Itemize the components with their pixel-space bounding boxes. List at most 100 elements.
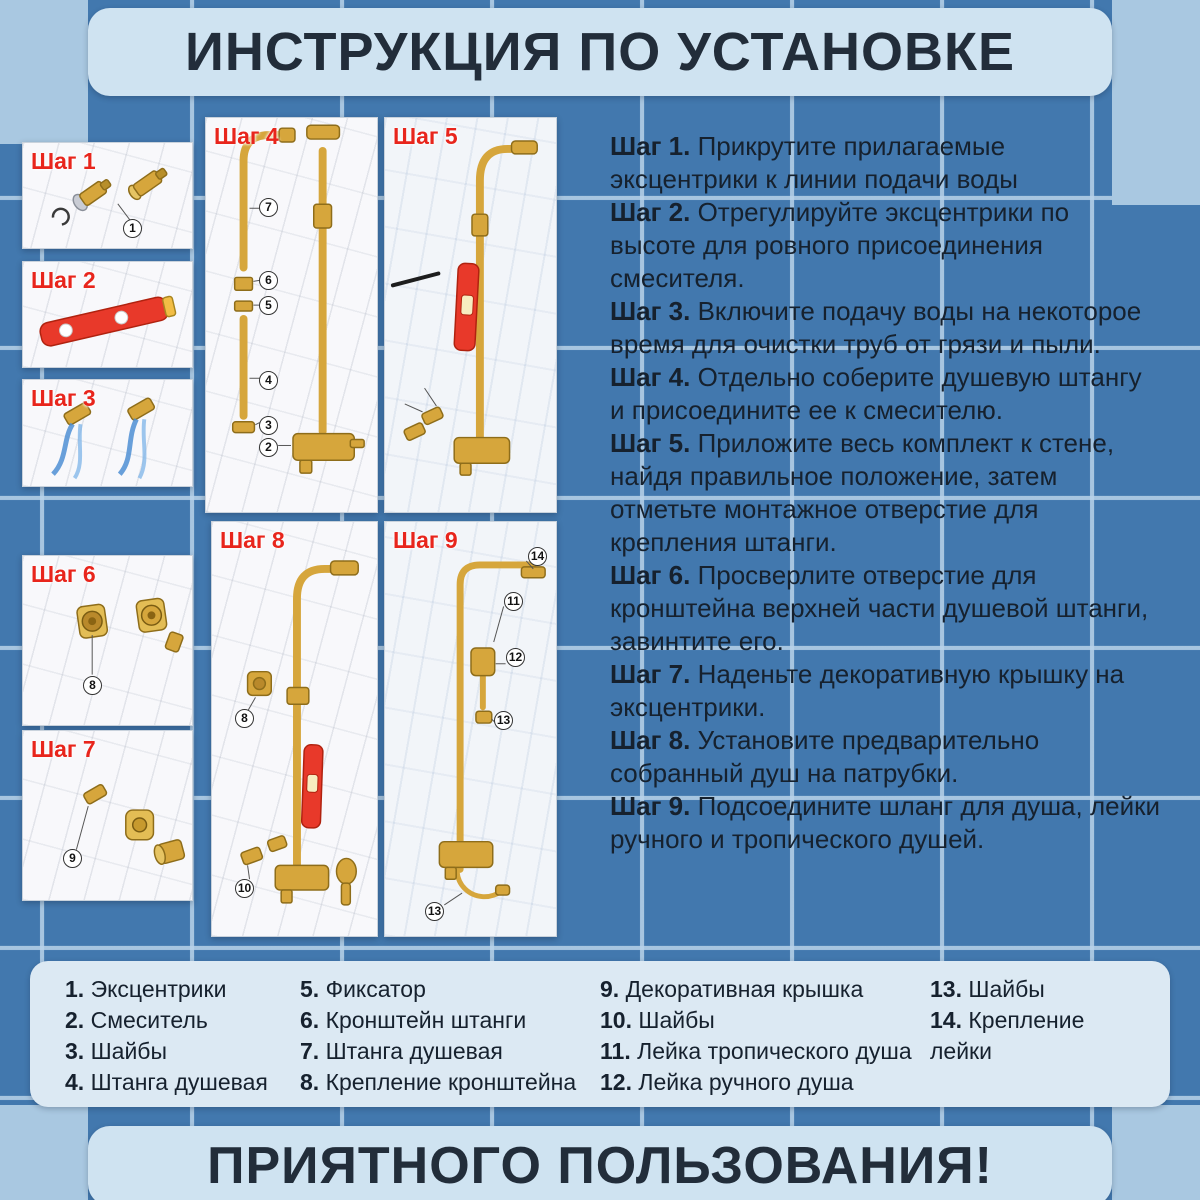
callout-badge: 8 (83, 676, 102, 695)
instruction-step-label: Шаг 5. (610, 428, 691, 458)
step6-panel: Шаг 6 8 (22, 555, 193, 726)
instruction-step-label: Шаг 6. (610, 560, 691, 590)
step7-diagram (75, 784, 186, 866)
part-name: Декоративная крышка (625, 976, 864, 1002)
part-item: 12. Лейка ручного душа (600, 1067, 930, 1098)
instruction-step-text: Отрегулируйте эксцентрики по высоте для … (610, 197, 1070, 293)
part-item: 13. Шайбы (930, 974, 1150, 1005)
callout-badge: 12 (506, 648, 525, 667)
part-number: 11. (600, 1038, 631, 1064)
instruction-step-6: Шаг 6. Просверлите отверстие для кронште… (610, 559, 1160, 658)
part-number: 14. (930, 1007, 962, 1033)
step3-label: Шаг 3 (31, 385, 96, 411)
part-item: 3. Шайбы (65, 1036, 300, 1067)
parts-column-1: 1. Эксцентрики 2. Смеситель 3. Шайбы 4. … (65, 974, 300, 1098)
instruction-step-label: Шаг 9. (610, 791, 691, 821)
instruction-step-7: Шаг 7. Наденьте декоративную крышку на э… (610, 658, 1160, 724)
instruction-step-4: Шаг 4. Отдельно соберите душевую штангу … (610, 361, 1160, 427)
step4-panel: Шаг 4 (205, 117, 378, 513)
part-number: 2. (65, 1007, 85, 1033)
part-item: 5. Фиксатор (300, 974, 600, 1005)
callout-badge: 2 (259, 438, 278, 457)
callout-badge: 8 (235, 709, 254, 728)
callout-badge: 6 (259, 271, 278, 290)
step4-label: Шаг 4 (214, 123, 279, 149)
part-item: 9. Декоративная крышка (600, 974, 930, 1005)
instruction-step-3: Шаг 3. Включите подачу воды на некоторое… (610, 295, 1160, 361)
light-tile (0, 0, 88, 144)
part-item: 1. Эксцентрики (65, 974, 300, 1005)
part-name: Шайбы (90, 1038, 168, 1064)
part-number: 10. (600, 1007, 632, 1033)
part-number: 4. (65, 1069, 85, 1095)
instruction-step-text: Наденьте декоративную крышку на эксцентр… (610, 659, 1125, 722)
instruction-step-5: Шаг 5. Приложите весь комплект к стене, … (610, 427, 1160, 559)
step6-diagram (76, 597, 184, 675)
callout-badge: 13 (425, 902, 444, 921)
part-number: 3. (65, 1038, 85, 1064)
instruction-step-label: Шаг 3. (610, 296, 691, 326)
part-name: Фиксатор (325, 976, 426, 1002)
instruction-step-text: Прикрутите прилагаемые эксцентрики к лин… (610, 131, 1018, 194)
part-number: 6. (300, 1007, 320, 1033)
instruction-step-1: Шаг 1. Прикрутите прилагаемые эксцентрик… (610, 130, 1160, 196)
part-item: 7. Штанга душевая (300, 1036, 600, 1067)
light-tile (1112, 1105, 1200, 1200)
part-name: Эксцентрики (90, 976, 227, 1002)
part-name: Крепление лейки (930, 1007, 1085, 1064)
part-item: 4. Штанга душевая (65, 1067, 300, 1098)
step1-panel: Шаг 1 1 (22, 142, 193, 249)
instruction-step-label: Шаг 2. (610, 197, 691, 227)
step5-diagram (390, 140, 538, 476)
instruction-step-label: Шаг 1. (610, 131, 691, 161)
callout-badge: 14 (528, 547, 547, 566)
instruction-step-label: Шаг 4. (610, 362, 691, 392)
callout-badge: 3 (259, 416, 278, 435)
step1-label: Шаг 1 (31, 148, 96, 174)
part-name: Лейка ручного душа (638, 1069, 854, 1095)
step2-diagram (39, 295, 177, 347)
step9-diagram (438, 560, 546, 906)
parts-column-2: 5. Фиксатор 6. Кронштейн штанги 7. Штанг… (300, 974, 600, 1098)
part-name: Кронштейн штанги (325, 1007, 527, 1033)
step2-panel: Шаг 2 (22, 261, 193, 368)
part-item: 8. Крепление кронштейна (300, 1067, 600, 1098)
instruction-step-text: Отдельно соберите душевую штангу и присо… (610, 362, 1142, 425)
step3-panel: Шаг 3 (22, 379, 193, 487)
part-number: 1. (65, 976, 85, 1002)
part-item: 10. Шайбы (600, 1005, 930, 1036)
part-name: Лейка тропического душа (637, 1038, 912, 1064)
instruction-step-label: Шаг 8. (610, 725, 691, 755)
part-number: 9. (600, 976, 620, 1002)
instruction-step-text: Подсоедините шланг для душа, лейки ручно… (610, 791, 1161, 854)
callout-badge: 10 (235, 879, 254, 898)
instruction-step-text: Включите подачу воды на некоторое время … (610, 296, 1142, 359)
page-title: ИНСТРУКЦИЯ ПО УСТАНОВКЕ (185, 22, 1015, 82)
step2-label: Шаг 2 (31, 267, 96, 293)
instruction-step-text: Установите предварительно собранный душ … (610, 725, 1040, 788)
step9-panel: Шаг 9 14 11 (384, 521, 557, 937)
part-number: 5. (300, 976, 320, 1002)
instructions-block: Шаг 1. Прикрутите прилагаемые эксцентрик… (610, 130, 1160, 856)
part-item: 11. Лейка тропического душа (600, 1036, 930, 1067)
part-name: Смеситель (90, 1007, 208, 1033)
instruction-step-8: Шаг 8. Установите предварительно собранн… (610, 724, 1160, 790)
part-item: 14. Крепление лейки (930, 1005, 1150, 1067)
footer-banner: ПРИЯТНОГО ПОЛЬЗОВАНИЯ! (88, 1126, 1112, 1200)
part-item: 2. Смеситель (65, 1005, 300, 1036)
part-number: 7. (300, 1038, 320, 1064)
step5-panel: Шаг 5 (384, 117, 557, 513)
step6-label: Шаг 6 (31, 561, 96, 587)
step1-diagram (51, 167, 168, 226)
part-number: 12. (600, 1069, 632, 1095)
header-banner: ИНСТРУКЦИЯ ПО УСТАНОВКЕ (88, 8, 1112, 96)
step3-diagram (51, 397, 156, 480)
parts-column-4: 13. Шайбы 14. Крепление лейки (930, 974, 1150, 1067)
callout-badge: 13 (494, 711, 513, 730)
part-item: 6. Кронштейн штанги (300, 1005, 600, 1036)
instruction-step-9: Шаг 9. Подсоедините шланг для душа, лейк… (610, 790, 1160, 856)
footer-title: ПРИЯТНОГО ПОЛЬЗОВАНИЯ! (207, 1137, 993, 1195)
part-number: 13. (930, 976, 962, 1002)
instruction-step-label: Шаг 7. (610, 659, 691, 689)
